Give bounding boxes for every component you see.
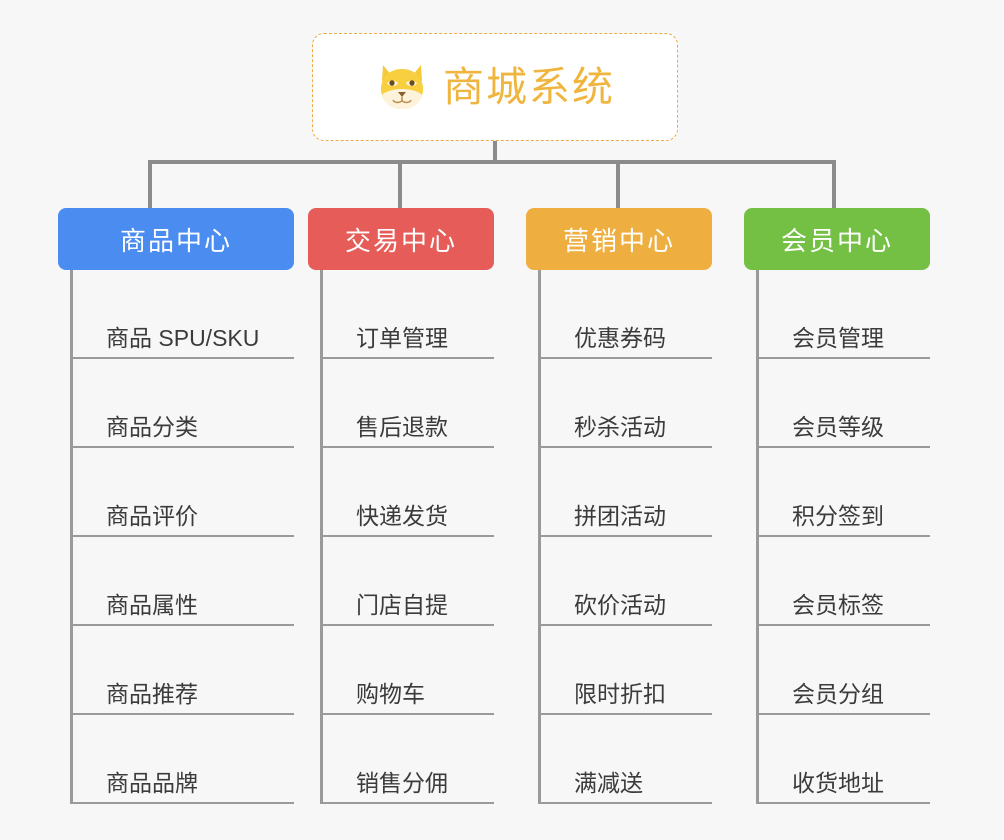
- leaf-label: 秒杀活动: [574, 414, 666, 441]
- leaf-label: 会员标签: [792, 592, 884, 619]
- list-item[interactable]: 秒杀活动: [538, 359, 712, 448]
- list-item[interactable]: 订单管理: [320, 270, 494, 359]
- list-item[interactable]: 商品品牌: [70, 715, 294, 804]
- branch-column-4: 会员中心 会员管理 会员等级 积分签到 会员标签 会员分组 收货地址: [744, 208, 930, 804]
- leaf-label: 购物车: [356, 681, 425, 708]
- list-item[interactable]: 砍价活动: [538, 537, 712, 626]
- list-item[interactable]: 会员标签: [756, 537, 930, 626]
- list-item[interactable]: 销售分佣: [320, 715, 494, 804]
- list-item[interactable]: 收货地址: [756, 715, 930, 804]
- branch-body-2: 订单管理 售后退款 快递发货 门店自提 购物车 销售分佣: [320, 270, 494, 804]
- list-item[interactable]: 优惠券码: [538, 270, 712, 359]
- leaf-label: 商品品牌: [106, 770, 198, 797]
- connector-horizontal-bus: [148, 160, 836, 164]
- list-item[interactable]: 商品分类: [70, 359, 294, 448]
- category-label-3: 营销中心: [562, 225, 675, 256]
- leaf-label: 商品 SPU/SKU: [106, 325, 260, 352]
- list-item[interactable]: 会员等级: [756, 359, 930, 448]
- leaf-label: 商品推荐: [106, 681, 198, 708]
- leaf-label: 优惠券码: [574, 325, 666, 352]
- leaf-label: 快递发货: [356, 503, 448, 530]
- root-node[interactable]: 商城系统: [312, 33, 678, 141]
- leaf-label: 商品评价: [106, 503, 198, 530]
- leaf-label: 收货地址: [792, 770, 884, 797]
- leaf-label: 会员分组: [792, 681, 884, 708]
- root-title: 商城系统: [443, 63, 615, 110]
- leaf-list-3: 优惠券码 秒杀活动 拼团活动 砍价活动 限时折扣 满减送: [538, 270, 712, 804]
- leaf-label: 积分签到: [792, 503, 884, 530]
- branch-body-1: 商品 SPU/SKU 商品分类 商品评价 商品属性 商品推荐 商品品牌: [70, 270, 294, 804]
- connector-root-stem: [493, 141, 497, 163]
- branch-trunk-3: [538, 270, 541, 804]
- list-item[interactable]: 门店自提: [320, 537, 494, 626]
- leaf-label: 商品属性: [106, 592, 198, 619]
- shiba-dog-icon: [375, 61, 429, 113]
- list-item[interactable]: 限时折扣: [538, 626, 712, 715]
- list-item[interactable]: 商品 SPU/SKU: [70, 270, 294, 359]
- leaf-label: 售后退款: [356, 414, 448, 441]
- connector-drop-3: [616, 160, 620, 208]
- branch-trunk-2: [320, 270, 323, 804]
- leaf-label: 订单管理: [356, 325, 448, 352]
- leaf-list-2: 订单管理 售后退款 快递发货 门店自提 购物车 销售分佣: [320, 270, 494, 804]
- leaf-label: 限时折扣: [574, 681, 666, 708]
- leaf-label: 门店自提: [356, 592, 448, 619]
- category-label-2: 交易中心: [344, 225, 457, 256]
- leaf-list-1: 商品 SPU/SKU 商品分类 商品评价 商品属性 商品推荐 商品品牌: [70, 270, 294, 804]
- connector-drop-1: [148, 160, 152, 208]
- list-item[interactable]: 售后退款: [320, 359, 494, 448]
- branch-body-4: 会员管理 会员等级 积分签到 会员标签 会员分组 收货地址: [756, 270, 930, 804]
- leaf-label: 商品分类: [106, 414, 198, 441]
- list-item[interactable]: 购物车: [320, 626, 494, 715]
- leaf-label: 砍价活动: [574, 592, 666, 619]
- list-item[interactable]: 商品评价: [70, 448, 294, 537]
- leaf-label: 会员管理: [792, 325, 884, 352]
- leaf-label: 满减送: [574, 770, 643, 797]
- branch-column-1: 商品中心 商品 SPU/SKU 商品分类 商品评价 商品属性 商品推荐 商品品牌: [58, 208, 294, 804]
- connector-drop-2: [398, 160, 402, 208]
- branch-column-2: 交易中心 订单管理 售后退款 快递发货 门店自提 购物车 销售分佣: [308, 208, 494, 804]
- leaf-label: 销售分佣: [356, 770, 448, 797]
- list-item[interactable]: 积分签到: [756, 448, 930, 537]
- list-item[interactable]: 会员分组: [756, 626, 930, 715]
- list-item[interactable]: 商品属性: [70, 537, 294, 626]
- branch-column-3: 营销中心 优惠券码 秒杀活动 拼团活动 砍价活动 限时折扣 满减送: [526, 208, 712, 804]
- list-item[interactable]: 商品推荐: [70, 626, 294, 715]
- connector-drop-4: [832, 160, 836, 208]
- category-label-1: 商品中心: [119, 225, 232, 256]
- list-item[interactable]: 会员管理: [756, 270, 930, 359]
- list-item[interactable]: 拼团活动: [538, 448, 712, 537]
- branch-body-3: 优惠券码 秒杀活动 拼团活动 砍价活动 限时折扣 满减送: [538, 270, 712, 804]
- branch-trunk-1: [70, 270, 73, 804]
- category-label-4: 会员中心: [780, 225, 893, 256]
- leaf-label: 会员等级: [792, 414, 884, 441]
- category-header-1[interactable]: 商品中心: [58, 208, 294, 270]
- category-header-3[interactable]: 营销中心: [526, 208, 712, 270]
- list-item[interactable]: 快递发货: [320, 448, 494, 537]
- category-header-2[interactable]: 交易中心: [308, 208, 494, 270]
- category-header-4[interactable]: 会员中心: [744, 208, 930, 270]
- list-item[interactable]: 满减送: [538, 715, 712, 804]
- branch-trunk-4: [756, 270, 759, 804]
- leaf-list-4: 会员管理 会员等级 积分签到 会员标签 会员分组 收货地址: [756, 270, 930, 804]
- leaf-label: 拼团活动: [574, 503, 666, 530]
